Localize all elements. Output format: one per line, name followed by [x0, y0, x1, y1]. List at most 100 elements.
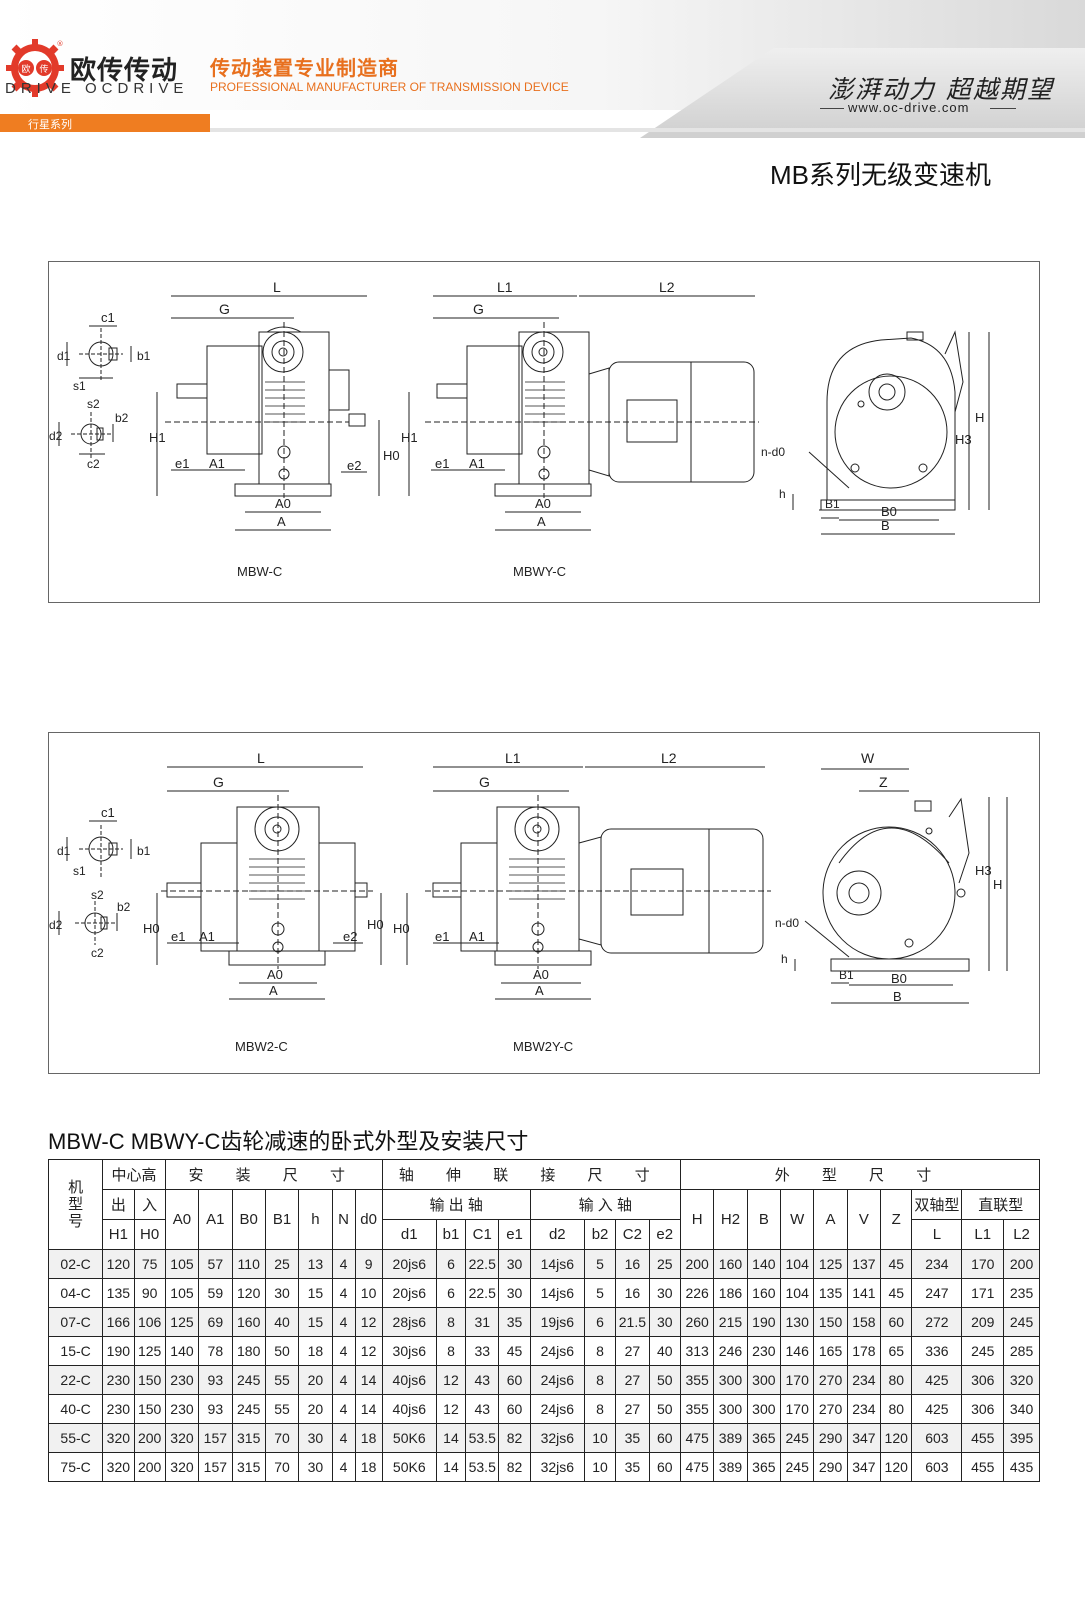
col-model: 机型号 — [47, 1159, 104, 1250]
table-cell: 355 — [679, 1365, 715, 1395]
table-cell: 78 — [198, 1336, 233, 1366]
caption-mbw2y-c: MBW2Y-C — [513, 1039, 574, 1054]
table-cell: 247 — [911, 1278, 963, 1308]
table-cell: 14 — [435, 1452, 467, 1482]
label-A1-b: A1 — [199, 929, 215, 944]
label-d2-b: d2 — [49, 918, 63, 932]
table-cell: 9 — [354, 1249, 383, 1279]
col-in-shaft: 输 入 轴 — [529, 1189, 681, 1220]
table-cell: 45 — [498, 1336, 531, 1366]
table-cell-model: 02-C — [47, 1249, 104, 1279]
table-cell: 55 — [264, 1394, 300, 1424]
table-cell: 150 — [133, 1394, 166, 1424]
label-H-b: H — [993, 877, 1002, 892]
table-cell: 80 — [880, 1365, 913, 1395]
table-cell: 455 — [961, 1452, 1005, 1482]
table-cell: 234 — [911, 1249, 963, 1279]
label-d1-b: d1 — [57, 844, 71, 858]
label-b1: b1 — [137, 349, 151, 363]
table-cell: 178 — [846, 1336, 882, 1366]
label-e1: e1 — [175, 456, 189, 471]
table-cell: 200 — [133, 1452, 166, 1482]
table-cell: 435 — [1003, 1452, 1040, 1482]
table-cell: 125 — [133, 1336, 166, 1366]
table-cell: 33 — [465, 1336, 500, 1366]
table-cell: 60 — [498, 1365, 531, 1395]
gear-logo-icon: 欧 传 ® — [6, 39, 64, 97]
table-cell: 230 — [164, 1394, 200, 1424]
table-cell: 10 — [583, 1452, 617, 1482]
table-cell: 425 — [911, 1394, 963, 1424]
table-cell: 106 — [133, 1307, 166, 1337]
col-B0: B0 — [231, 1189, 266, 1250]
table-cell: 12 — [354, 1307, 383, 1337]
table-cell: 14 — [354, 1394, 383, 1424]
table-cell: 230 — [102, 1365, 135, 1395]
table-cell: 190 — [746, 1307, 782, 1337]
table-cell: 31 — [465, 1307, 500, 1337]
label-B-b: B — [893, 989, 902, 1004]
table-cell: 157 — [198, 1452, 233, 1482]
table-cell: 10 — [354, 1278, 383, 1308]
table-cell: 55 — [264, 1365, 300, 1395]
table-cell: 50 — [648, 1394, 681, 1424]
table-cell: 170 — [780, 1394, 815, 1424]
table-cell: 320 — [102, 1452, 135, 1482]
table-cell: 160 — [746, 1278, 782, 1308]
table-cell: 60 — [648, 1423, 681, 1453]
table-cell: 160 — [231, 1307, 266, 1337]
table-cell: 170 — [961, 1249, 1005, 1279]
table-cell: 200 — [679, 1249, 715, 1279]
col-e1: e1 — [498, 1219, 531, 1250]
table-cell: 270 — [813, 1365, 848, 1395]
table-cell: 246 — [713, 1336, 748, 1366]
mbw-c-drawing — [156, 295, 380, 531]
col-d0: d0 — [354, 1189, 383, 1250]
label-c2-b: c2 — [91, 946, 104, 960]
table-cell: 20js6 — [381, 1278, 437, 1308]
table-cell: 24js6 — [529, 1365, 585, 1395]
table-cell: 190 — [102, 1336, 135, 1366]
table-cell: 230 — [746, 1336, 782, 1366]
label-L2: L2 — [659, 279, 675, 295]
table-cell: 15 — [298, 1278, 333, 1308]
table-cell: 16 — [615, 1278, 650, 1308]
label-A: A — [277, 514, 286, 529]
label-e2-b: e2 — [343, 929, 357, 944]
table-cell: 300 — [746, 1365, 782, 1395]
table-cell: 200 — [133, 1423, 166, 1453]
document-title: MB系列无级变速机 — [770, 160, 992, 190]
shaft-section-2 — [58, 412, 114, 458]
table-cell: 215 — [713, 1307, 748, 1337]
table-cell-model: 55-C — [47, 1423, 104, 1453]
table-cell: 336 — [911, 1336, 963, 1366]
brand-name-en: DRIVE OCDRIVE — [5, 80, 189, 97]
table-cell: 60 — [880, 1307, 913, 1337]
table-cell: 30 — [648, 1278, 681, 1308]
table-cell: 20 — [298, 1394, 333, 1424]
label-A-c: A — [535, 983, 544, 998]
table-cell: 14 — [435, 1423, 467, 1453]
label-b1-b: b1 — [137, 844, 151, 858]
table-cell: 315 — [231, 1423, 266, 1453]
section-tab-rule — [210, 128, 1085, 132]
table-cell: 14 — [354, 1365, 383, 1395]
brand-name-cn: 欧传传动 — [70, 55, 179, 85]
table-cell: 160 — [713, 1249, 748, 1279]
section-tab: 行星系列 — [0, 114, 210, 132]
table-cell: 4 — [331, 1307, 356, 1337]
table-cell: 245 — [1003, 1307, 1040, 1337]
table-cell: 365 — [746, 1423, 782, 1453]
mbw2y-c-drawing — [406, 766, 771, 1000]
table-cell: 22.5 — [465, 1278, 500, 1308]
table-cell: 272 — [911, 1307, 963, 1337]
table-cell: 43 — [465, 1365, 500, 1395]
logo-registered-mark: ® — [57, 40, 64, 48]
table-cell: 24js6 — [529, 1336, 585, 1366]
table-cell: 320 — [164, 1423, 200, 1453]
label-nd0: n-d0 — [761, 445, 785, 459]
